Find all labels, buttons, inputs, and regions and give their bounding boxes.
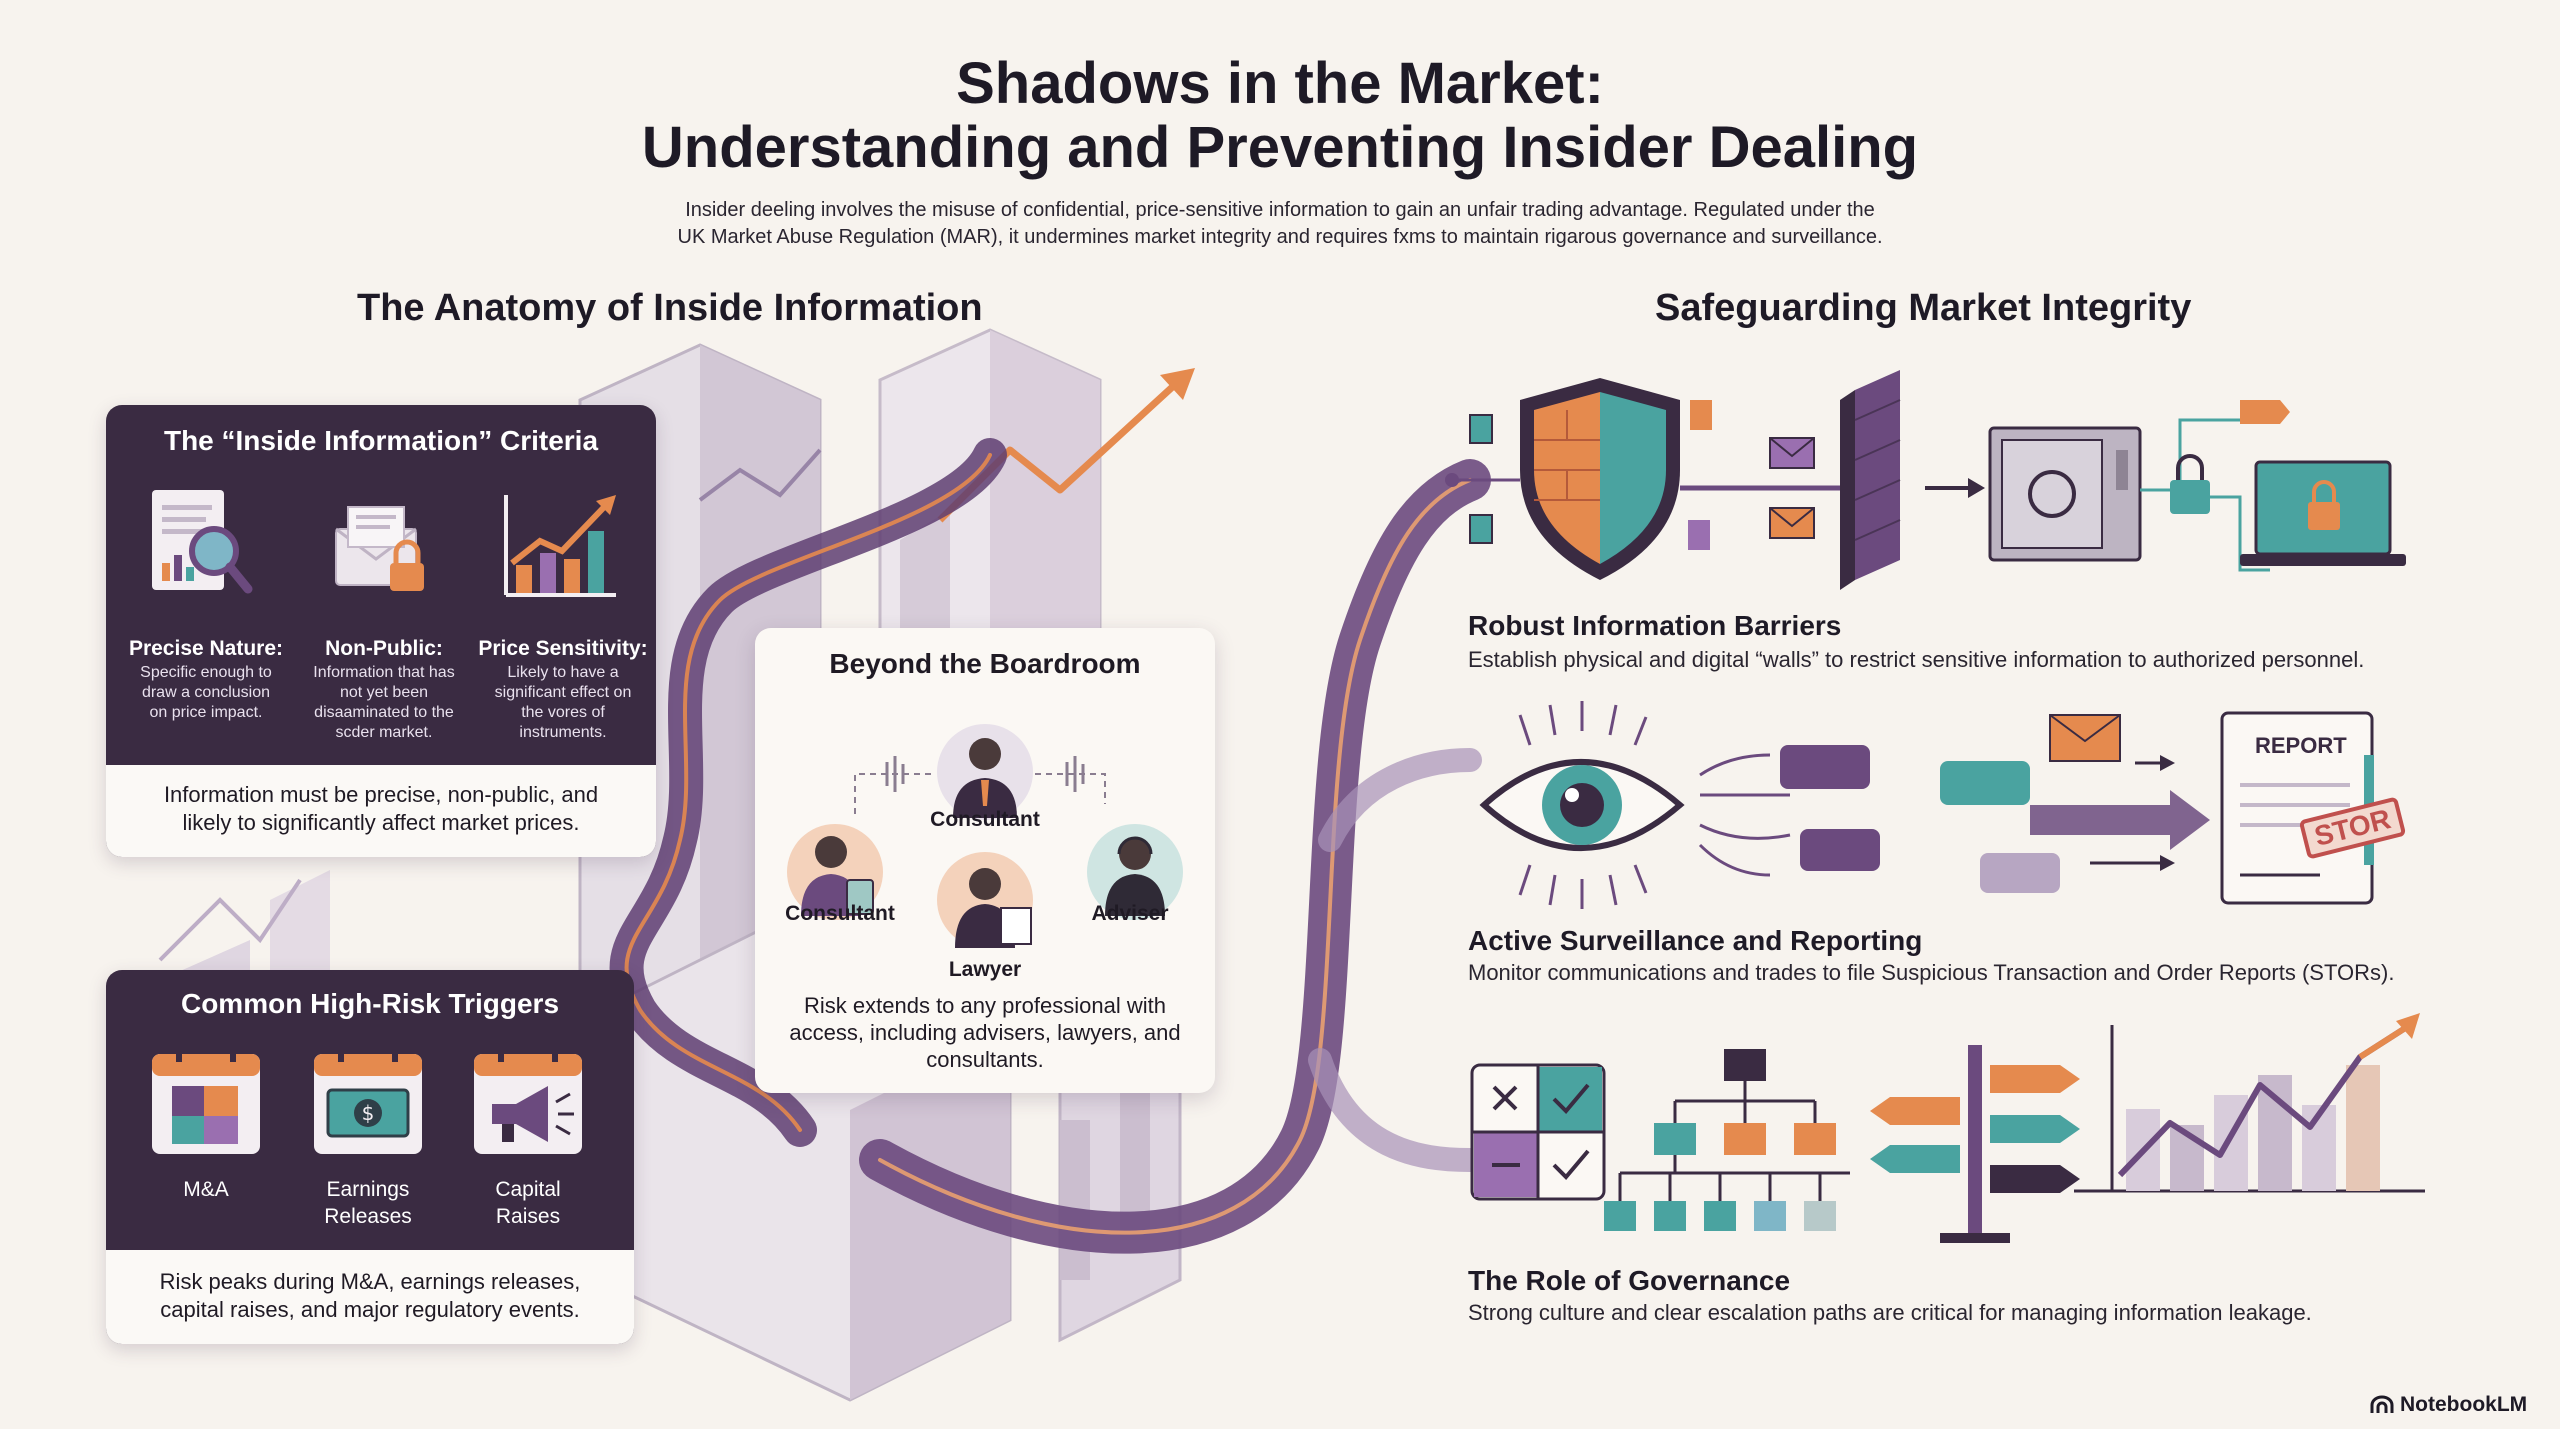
- criteria-precise-label: Precise Nature:: [128, 637, 284, 660]
- eye-icon: [1479, 701, 1685, 909]
- person-adviser: Adviser: [1091, 902, 1169, 925]
- right-section-heading: Safeguarding Market Integrity: [1655, 287, 2192, 329]
- governance-desc: Strong culture and clear escalation path…: [1468, 1300, 2312, 1325]
- page-title-line-1: Shadows in the Market:: [956, 51, 1604, 116]
- governance-illustration: [1470, 1013, 2425, 1243]
- money-calendar-icon: $: [314, 1048, 422, 1154]
- criteria-non-public-label: Non-Public:: [325, 637, 443, 660]
- document-icon: [1690, 400, 1712, 430]
- information-flow-path: [609, 438, 1491, 1254]
- document-magnifier-icon: [152, 490, 253, 594]
- intro-line-2: UK Market Abuse Regulation (MAR), it und…: [677, 226, 1883, 248]
- megaphone-calendar-icon: [474, 1048, 582, 1154]
- trend-chart-icon: [2074, 1013, 2425, 1193]
- chat-bubble-icon: [1800, 829, 1880, 871]
- vault-icon: [1988, 426, 2142, 562]
- person-lawyer: Lawyer: [948, 958, 1022, 981]
- signpost-icon: [2240, 400, 2290, 424]
- signpost-icon: [1870, 1045, 2080, 1243]
- triggers-panel: Common High-Risk Triggers $ M&A Earnings…: [106, 970, 634, 1344]
- trigger-ma-label: M&A: [183, 1178, 229, 1201]
- brand-name: NotebookLM: [2400, 1393, 2528, 1416]
- triggers-panel-footer: Risk peaks during M&A, earnings releases…: [106, 1250, 634, 1344]
- criteria-panel-footer: Information must be precise, non-public,…: [106, 765, 656, 857]
- surveillance-title: Active Surveillance and Reporting: [1468, 925, 1923, 956]
- surveillance-illustration: [1479, 701, 2374, 909]
- page-title-line-2: Understanding and Preventing Insider Dea…: [641, 115, 1919, 180]
- padlock-icon: [2170, 454, 2210, 514]
- person-consultant-left: Consultant: [785, 902, 895, 925]
- barriers-desc: Establish physical and digital “walls” t…: [1468, 647, 2365, 672]
- professional-network-illustration: [787, 724, 1183, 948]
- chat-bubble-icon: [1780, 745, 1870, 789]
- shield-icon: [1520, 378, 1680, 580]
- locked-laptop-icon: [2240, 460, 2406, 566]
- information-barriers-illustration: [1445, 370, 2406, 590]
- criteria-price-sensitivity-label: Price Sensitivity:: [478, 637, 648, 660]
- criteria-panel: The “Inside Information” Criteria Precis…: [106, 405, 656, 857]
- locked-envelope-icon: [335, 506, 424, 591]
- svg-text:$: $: [362, 1101, 375, 1125]
- arrow-icon: [2030, 790, 2210, 850]
- barriers-title: Robust Information Barriers: [1468, 610, 1842, 641]
- intro-line-1: Insider deeling involves the misuse of c…: [685, 199, 1875, 221]
- brand-watermark: NotebookLM: [2370, 1393, 2527, 1417]
- document-icon: [1688, 520, 1710, 550]
- document-icon: [1469, 514, 1493, 544]
- governance-title: The Role of Governance: [1468, 1265, 1791, 1296]
- surveillance-desc: Monitor communications and trades to fil…: [1468, 960, 2395, 985]
- report-label: REPORT: [2255, 733, 2347, 758]
- org-chart-icon: [1604, 1049, 1850, 1231]
- boardroom-title: Beyond the Boardroom: [829, 648, 1141, 679]
- person-consultant-top: Consultant: [930, 808, 1040, 831]
- left-section-heading: The Anatomy of Inside Information: [357, 287, 983, 329]
- document-icon: [1469, 414, 1493, 444]
- firewall-wall-icon: [1840, 370, 1901, 590]
- triggers-panel-title: Common High-Risk Triggers: [180, 988, 560, 1019]
- checklist-icon: [1470, 1063, 1606, 1201]
- criteria-panel-title: The “Inside Information” Criteria: [163, 425, 599, 456]
- rising-chart-icon: [504, 495, 616, 597]
- chat-bubble-icon: [1940, 761, 2030, 805]
- boardroom-card: Beyond the Boardroom Consultant Consulta…: [755, 628, 1215, 1093]
- puzzle-calendar-icon: [152, 1048, 260, 1154]
- chat-bubble-icon: [1980, 853, 2060, 893]
- notebooklm-logo-icon: [2370, 1395, 2394, 1413]
